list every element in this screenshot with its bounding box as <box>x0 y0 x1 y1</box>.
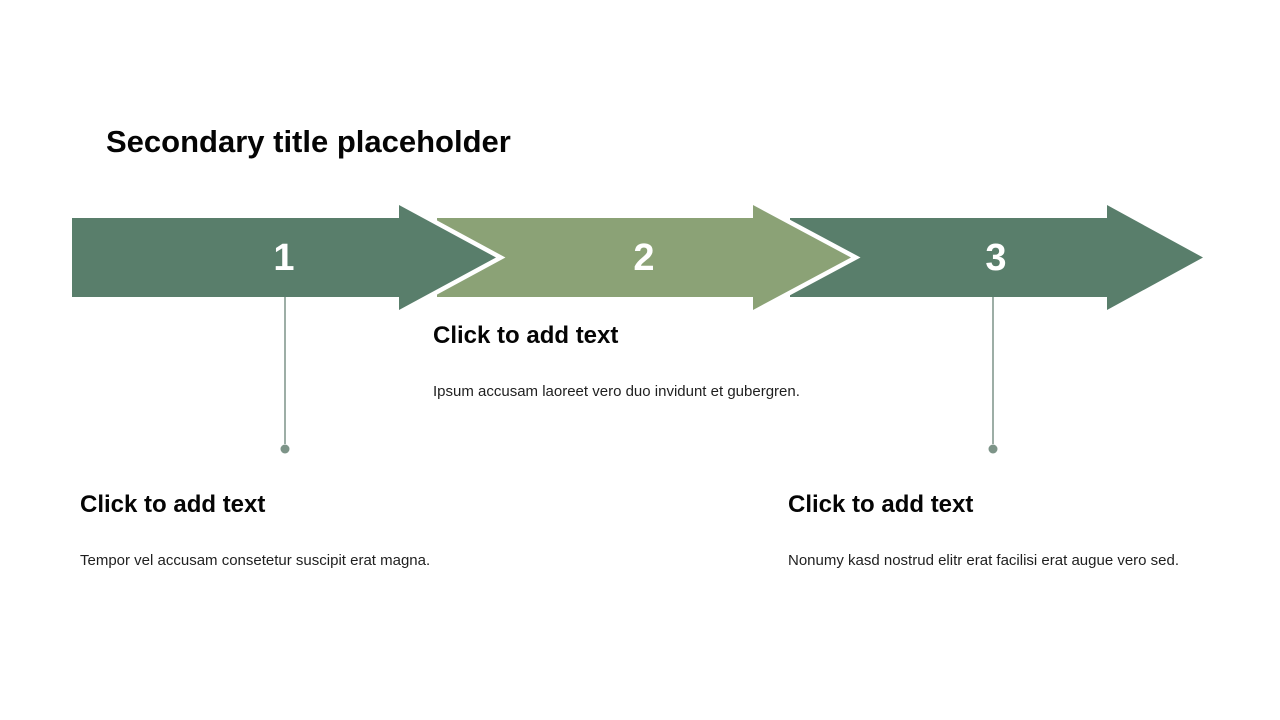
text-block-step-3: Click to add text Nonumy kasd nostrud el… <box>788 491 1179 570</box>
step-number-1: 1 <box>273 237 294 279</box>
text-placeholder-heading[interactable]: Click to add text <box>433 322 619 349</box>
arrow-shape-1[interactable] <box>72 205 496 310</box>
arrow-step-3[interactable] <box>790 205 1203 310</box>
connector-step-3 <box>988 297 998 454</box>
text-block-step-2: Click to add text Ipsum accusam laoreet … <box>433 322 800 401</box>
text-placeholder-heading[interactable]: Click to add text <box>788 491 974 518</box>
connector-step-1 <box>280 297 290 454</box>
connector-dot-1 <box>280 444 290 454</box>
slide-title-placeholder[interactable]: Secondary title placeholder <box>106 124 511 159</box>
text-placeholder-heading[interactable]: Click to add text <box>80 491 266 518</box>
arrow-shape-2[interactable] <box>437 205 851 310</box>
step-number-2: 2 <box>633 237 654 279</box>
arrow-step-2[interactable] <box>437 201 861 314</box>
text-block-step-1: Click to add text Tempor vel accusam con… <box>80 491 430 570</box>
arrow-step-1[interactable] <box>72 201 506 314</box>
connector-dot-3 <box>988 444 998 454</box>
arrow-shape-3[interactable] <box>790 205 1203 310</box>
text-placeholder-body[interactable]: Nonumy kasd nostrud elitr erat facilisi … <box>788 552 1180 569</box>
text-placeholder-body[interactable]: Tempor vel accusam consetetur suscipit e… <box>80 552 431 569</box>
text-placeholder-body[interactable]: Ipsum accusam laoreet vero duo invidunt … <box>433 383 800 400</box>
step-number-3: 3 <box>985 237 1006 279</box>
